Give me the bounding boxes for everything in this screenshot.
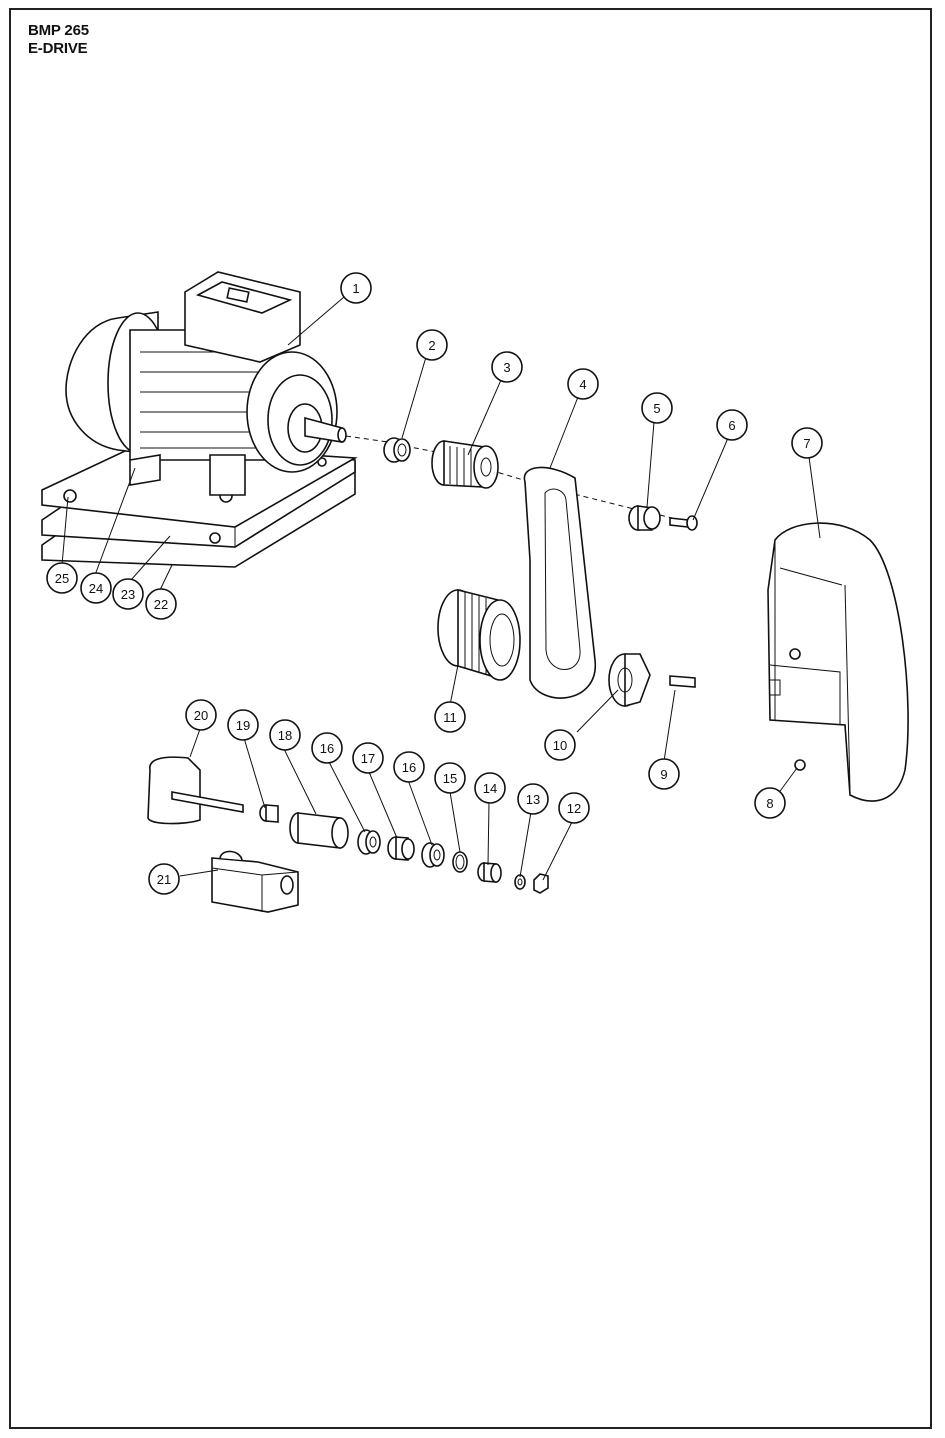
part-17-spacer bbox=[387, 836, 415, 861]
callout-23: 23 bbox=[112, 578, 144, 610]
callout-1: 1 bbox=[340, 272, 372, 304]
part-18-sleeve bbox=[289, 812, 349, 849]
callout-24: 24 bbox=[80, 572, 112, 604]
callout-16-b: 16 bbox=[393, 751, 425, 783]
callout-2: 2 bbox=[416, 329, 448, 361]
svg-text:20: 20 bbox=[194, 708, 208, 723]
part-2-spacer bbox=[383, 437, 411, 463]
svg-text:9: 9 bbox=[660, 767, 667, 782]
callout-14: 14 bbox=[474, 772, 506, 804]
callout-8: 8 bbox=[754, 787, 786, 819]
electric-motor bbox=[65, 271, 347, 496]
callout-22: 22 bbox=[145, 588, 177, 620]
callout-7: 7 bbox=[791, 427, 823, 459]
svg-text:25: 25 bbox=[55, 571, 69, 586]
svg-text:14: 14 bbox=[483, 781, 497, 796]
svg-text:18: 18 bbox=[278, 728, 292, 743]
callout-20: 20 bbox=[185, 699, 217, 731]
callout-5: 5 bbox=[641, 392, 673, 424]
svg-text:19: 19 bbox=[236, 718, 250, 733]
part-16-bearing-a bbox=[357, 829, 381, 855]
svg-text:13: 13 bbox=[526, 792, 540, 807]
title-block: BMP 265 E-DRIVE bbox=[28, 22, 89, 58]
svg-text:23: 23 bbox=[121, 587, 135, 602]
callout-25: 25 bbox=[46, 562, 78, 594]
part-4-belt bbox=[523, 466, 596, 699]
drawing-frame bbox=[9, 8, 932, 1429]
svg-text:16: 16 bbox=[402, 760, 416, 775]
callout-18: 18 bbox=[269, 719, 301, 751]
part-19-bushing bbox=[259, 804, 279, 823]
callout-6: 6 bbox=[716, 409, 748, 441]
callout-17: 17 bbox=[352, 742, 384, 774]
callout-balloons: 1 2 3 4 5 6 7 8 9 10 11 12 13 14 15 16 1… bbox=[46, 272, 823, 895]
svg-text:10: 10 bbox=[553, 738, 567, 753]
callout-9: 9 bbox=[648, 758, 680, 790]
callout-11: 11 bbox=[434, 701, 466, 733]
callout-19: 19 bbox=[227, 709, 259, 741]
part-3-drive-pulley bbox=[431, 440, 499, 489]
callout-13: 13 bbox=[517, 783, 549, 815]
svg-text:4: 4 bbox=[579, 377, 586, 392]
callout-4: 4 bbox=[567, 368, 599, 400]
svg-text:24: 24 bbox=[89, 581, 103, 596]
svg-text:21: 21 bbox=[157, 872, 171, 887]
svg-text:2: 2 bbox=[428, 338, 435, 353]
svg-text:8: 8 bbox=[766, 796, 773, 811]
leader-lines bbox=[61, 296, 821, 881]
part-11-driven-pulley bbox=[437, 588, 521, 681]
assembly-name: E-DRIVE bbox=[28, 40, 88, 57]
svg-text:7: 7 bbox=[803, 436, 810, 451]
callout-15: 15 bbox=[434, 762, 466, 794]
callout-10: 10 bbox=[544, 729, 576, 761]
callout-3: 3 bbox=[491, 351, 523, 383]
svg-text:6: 6 bbox=[728, 418, 735, 433]
part-21-bracket bbox=[211, 850, 299, 913]
svg-text:5: 5 bbox=[653, 401, 660, 416]
svg-text:16: 16 bbox=[320, 741, 334, 756]
part-10-taper-bush bbox=[608, 653, 651, 708]
part-9-key bbox=[669, 675, 696, 688]
callout-12: 12 bbox=[558, 792, 590, 824]
callout-21: 21 bbox=[148, 863, 180, 895]
part-6-bolt bbox=[669, 515, 698, 531]
svg-text:1: 1 bbox=[352, 281, 359, 296]
model-name: BMP 265 bbox=[28, 22, 89, 39]
svg-text:17: 17 bbox=[361, 751, 375, 766]
callout-16-a: 16 bbox=[311, 732, 343, 764]
svg-text:11: 11 bbox=[443, 710, 457, 725]
part-13-washer bbox=[514, 874, 526, 890]
svg-text:3: 3 bbox=[503, 360, 510, 375]
part-7-belt-guard bbox=[767, 522, 909, 802]
svg-text:22: 22 bbox=[154, 597, 168, 612]
part-16-bearing-b bbox=[421, 842, 445, 868]
part-15-circlip bbox=[452, 851, 468, 873]
part-5-bushing bbox=[628, 505, 661, 531]
part-12-nut bbox=[533, 873, 549, 894]
svg-text:15: 15 bbox=[443, 771, 457, 786]
part-20-lever-plate bbox=[147, 756, 244, 825]
svg-text:12: 12 bbox=[567, 801, 581, 816]
part-14-pin bbox=[477, 862, 502, 883]
